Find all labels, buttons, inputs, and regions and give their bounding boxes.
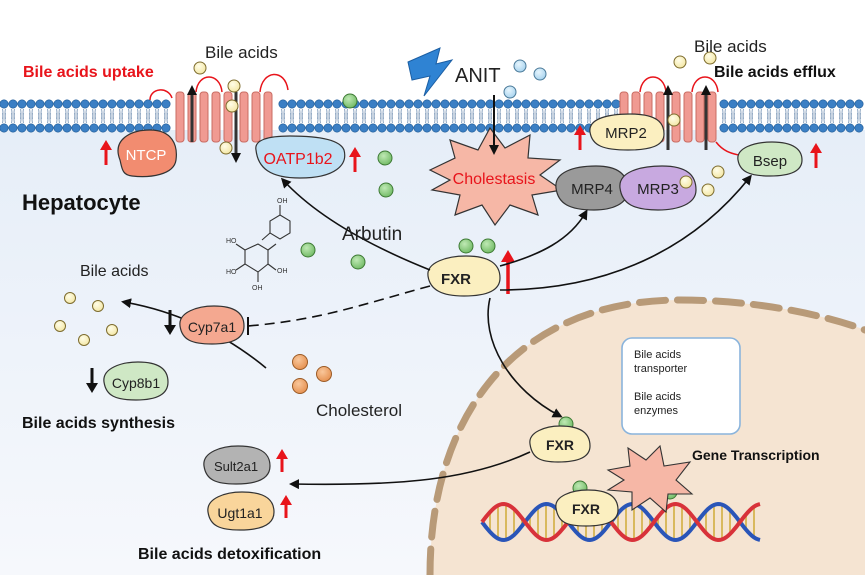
arrow-fxr-to-nucleus xyxy=(487,297,563,418)
mrp3-protein: MRP3 xyxy=(619,165,697,211)
fxr-nuclear-protein-2: FXR xyxy=(555,489,619,527)
efflux-transporter-channels xyxy=(619,76,756,166)
svg-text:OH: OH xyxy=(252,285,263,292)
sult2a1-enzyme: Sult2a1 xyxy=(203,445,271,485)
svg-text:OH: OH xyxy=(277,198,288,205)
mrp4-label: MRP4 xyxy=(571,181,613,198)
fxr-nuclear-protein-1: FXR xyxy=(529,425,591,463)
ntcp-protein: NTCP xyxy=(117,129,177,178)
svg-text:HO: HO xyxy=(226,238,237,245)
oatp1b2-protein: OATP1b2 xyxy=(255,135,346,179)
arrow-fxr-to-detox xyxy=(289,451,531,490)
bile-acids-uptake-title: Bile acids uptake xyxy=(23,64,154,81)
bile-acid-molecules xyxy=(54,51,725,346)
svg-text:HO: HO xyxy=(226,269,237,276)
legend-line-1: Bile acids xyxy=(634,349,682,361)
cholesterol-molecules xyxy=(292,354,332,394)
bile-acids-detoxification-title: Bile acids detoxification xyxy=(138,546,321,563)
anit-lightning-icon xyxy=(407,47,454,97)
cholesterol-label: Cholesterol xyxy=(316,401,402,420)
fxr-nuclear-label-1: FXR xyxy=(546,437,574,453)
ntcp-label: NTCP xyxy=(126,147,167,164)
anit-label: ANIT xyxy=(455,65,501,87)
cyp7a1-label: Cyp7a1 xyxy=(188,319,236,335)
fxr-main-label: FXR xyxy=(441,271,471,288)
arbutin-structure-icon xyxy=(235,205,291,282)
transcription-targets-box xyxy=(621,337,741,435)
inhibit-fxr-to-cyp7a1 xyxy=(247,285,431,327)
bile-acids-efflux-title: Bile acids efflux xyxy=(714,64,836,81)
cell-membrane xyxy=(0,99,864,133)
cyp8b1-enzyme: Cyp8b1 xyxy=(103,361,169,401)
legend-line-2: transporter xyxy=(634,363,688,375)
fxr-nuclear-label-2: FXR xyxy=(572,501,600,517)
mrp2-protein: MRP2 xyxy=(589,113,665,151)
ugt1a1-label: Ugt1a1 xyxy=(217,505,262,521)
cyp7a1-enzyme: Cyp7a1 xyxy=(179,305,245,345)
svg-text:OH: OH xyxy=(277,268,288,275)
bile-acids-top-right-label: Bile acids xyxy=(694,37,767,56)
bsep-label: Bsep xyxy=(753,153,787,170)
bile-acids-synthesis-title: Bile acids synthesis xyxy=(22,415,175,432)
ugt1a1-enzyme: Ugt1a1 xyxy=(207,491,275,531)
arbutin-structure-atoms: OH HO HO OH OH xyxy=(226,198,288,292)
arrow-fxr-to-mrp xyxy=(499,209,588,267)
bile-acids-top-left-label: Bile acids xyxy=(205,43,278,62)
uptake-transporter-channels xyxy=(149,73,289,163)
sult2a1-up-arrow xyxy=(276,449,288,472)
mrp2-label: MRP2 xyxy=(605,125,647,142)
oatp1b2-label: OATP1b2 xyxy=(263,151,332,168)
mrp4-protein: MRP4 xyxy=(555,165,629,211)
legend-line-4: enzymes xyxy=(634,405,679,417)
hepatocyte-title: Hepatocyte xyxy=(22,190,141,215)
arrow-fxr-to-oatp xyxy=(280,177,431,271)
bsep-protein: Bsep xyxy=(737,141,803,177)
gene-transcription-label: Gene Transcription xyxy=(692,447,820,463)
legend-line-3: Bile acids xyxy=(634,391,682,403)
cyp7a1-down-arrow xyxy=(164,310,176,335)
nuclear-envelope xyxy=(426,296,865,575)
ugt1a1-up-arrow xyxy=(280,495,292,518)
cholestasis-label: Cholestasis xyxy=(453,171,536,188)
arbutin-label: Arbutin xyxy=(342,224,402,245)
fxr-main-protein: FXR xyxy=(427,255,501,297)
mrp3-label: MRP3 xyxy=(637,181,679,198)
oatp1b2-up-arrow xyxy=(349,147,361,172)
sult2a1-label: Sult2a1 xyxy=(214,459,258,474)
ntcp-up-arrow xyxy=(100,140,112,165)
cyp8b1-down-arrow xyxy=(86,368,98,393)
transcription-burst xyxy=(606,444,694,514)
bile-acids-left-label: Bile acids xyxy=(80,263,148,280)
cyp8b1-label: Cyp8b1 xyxy=(112,375,160,391)
cholestasis-burst: Cholestasis xyxy=(428,126,564,227)
mrp2-up-arrow xyxy=(574,125,586,150)
anit-molecules xyxy=(503,59,547,99)
arrow-fxr-to-bsep xyxy=(499,174,752,291)
bsep-up-arrow xyxy=(810,143,822,168)
